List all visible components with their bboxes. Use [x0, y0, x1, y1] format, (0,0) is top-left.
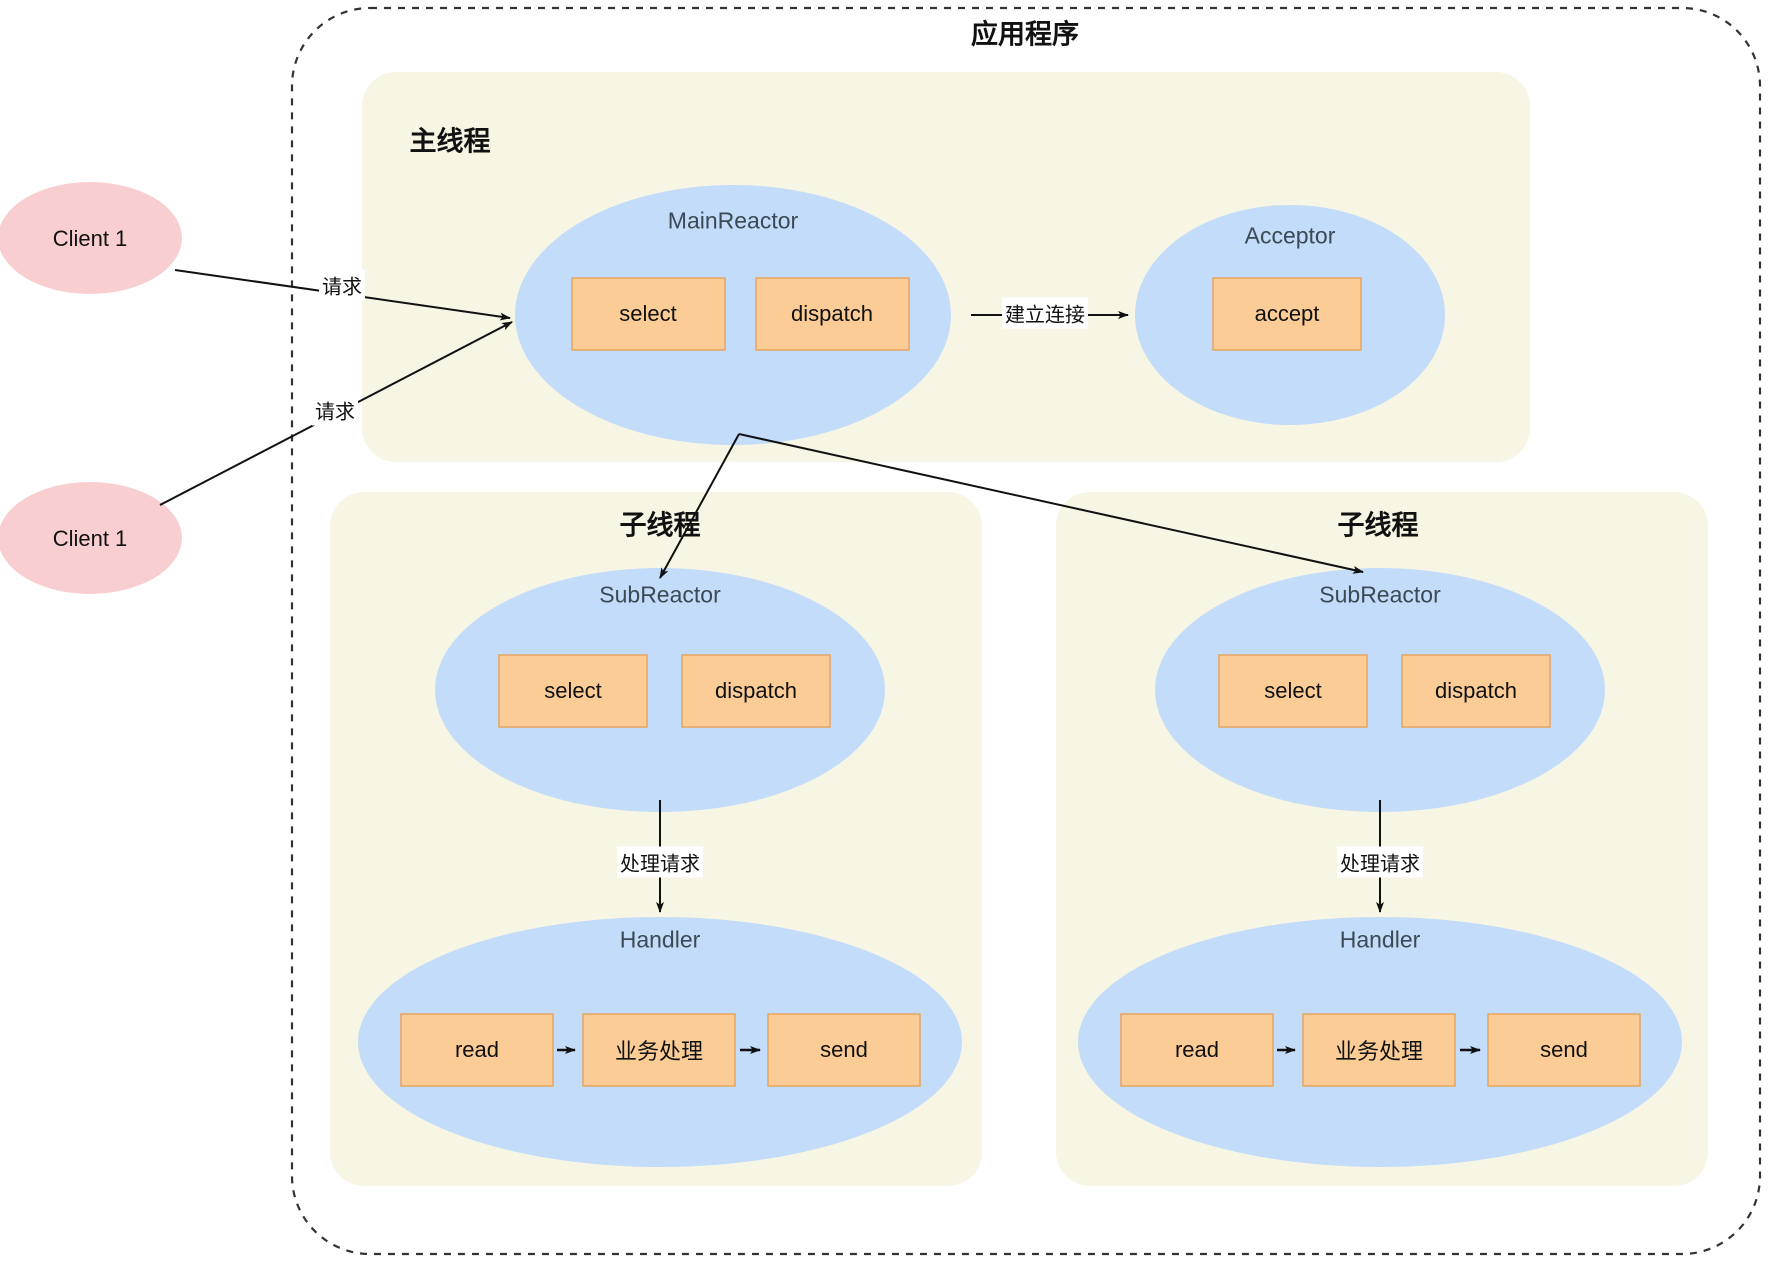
edge-mainreactor-to-subreactor-right — [738, 433, 1364, 574]
sub-reactor-left-box-dispatch[interactable] — [681, 654, 831, 728]
outer-application-container — [290, 6, 1762, 1256]
edge-mainreactor-to-subreactor-left — [659, 433, 740, 579]
main-reactor-box-dispatch[interactable] — [755, 277, 910, 351]
main-reactor-ellipse[interactable] — [515, 185, 951, 445]
sub-reactor-left-ellipse[interactable] — [435, 568, 885, 812]
sub-reactor-left-box-select[interactable] — [498, 654, 648, 728]
handler-left-box-read[interactable] — [400, 1013, 554, 1087]
main-reactor-box-select[interactable] — [571, 277, 726, 351]
handler-right-box-send[interactable] — [1487, 1013, 1641, 1087]
handler-right-box-read[interactable] — [1120, 1013, 1274, 1087]
acceptor-box-accept[interactable] — [1212, 277, 1362, 351]
client-1-ellipse[interactable] — [0, 182, 182, 294]
sub-reactor-right-ellipse[interactable] — [1155, 568, 1605, 812]
handler-right-box-business[interactable] — [1302, 1013, 1456, 1087]
handler-left-box-send[interactable] — [767, 1013, 921, 1087]
sub-reactor-right-box-select[interactable] — [1218, 654, 1368, 728]
sub-reactor-right-box-dispatch[interactable] — [1401, 654, 1551, 728]
handler-left-box-business[interactable] — [582, 1013, 736, 1087]
client-2-ellipse[interactable] — [0, 482, 182, 594]
